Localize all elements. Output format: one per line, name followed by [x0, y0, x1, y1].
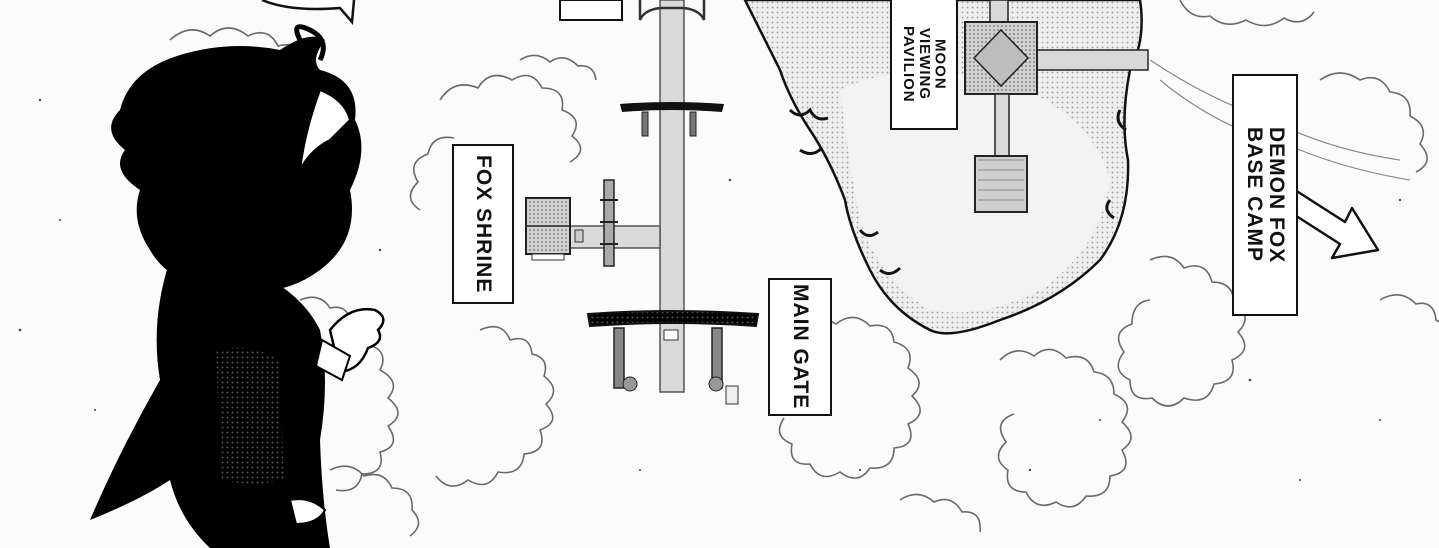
- moon-viewing-pavilion-label-text: MOON VIEWING PAVILION: [900, 25, 949, 103]
- path-top-box: [559, 0, 623, 21]
- fox-shrine-label: FOX SHRINE: [452, 144, 514, 304]
- fox-shrine-building: [525, 179, 618, 267]
- forest-center-bottom: [435, 325, 555, 487]
- main-gate-label-text: MAIN GATE: [789, 284, 813, 410]
- demon-fox-base-camp-label: DEMON FOX BASE CAMP: [1232, 74, 1298, 316]
- character-hair-highlight: [299, 88, 352, 171]
- pond-shore-rocks: [788, 107, 1127, 275]
- forest-right-lower: [1117, 255, 1246, 407]
- forest-bottom-strip: [329, 465, 981, 537]
- forest-gate-right: [778, 316, 921, 479]
- character-sleeve-cuff: [314, 338, 352, 382]
- chibi-character: [90, 24, 385, 548]
- main-gate-label: MAIN GATE: [768, 278, 832, 416]
- direction-arrow: [1288, 188, 1380, 260]
- moon-viewing-pavilion-label: MOON VIEWING PAVILION: [890, 0, 958, 130]
- forest-top-right: [1179, 0, 1315, 27]
- forest-outlines: [169, 0, 1439, 537]
- main-gate-structure: [586, 310, 760, 405]
- forest-far-right: [1319, 72, 1439, 323]
- top-torii: [638, 0, 706, 21]
- character-robe-pattern: [213, 345, 287, 486]
- upper-torii: [620, 102, 724, 137]
- shrine-path: [559, 0, 706, 393]
- forest-center-left: [409, 74, 582, 211]
- forest-center-upper: [519, 54, 597, 81]
- character-hair: [111, 36, 362, 293]
- forest-left-lower: [299, 296, 399, 492]
- character-foot: [288, 498, 327, 526]
- moon-pavilion: [964, 0, 1149, 213]
- path-main: [659, 0, 685, 393]
- demon-fox-base-camp-label-text: DEMON FOX BASE CAMP: [1243, 126, 1289, 264]
- speech-bubble-edge: [261, 0, 356, 26]
- fox-shrine-label-text: FOX SHRINE: [472, 154, 496, 294]
- character-ahoge: [294, 24, 326, 62]
- forest-right-middle: [997, 348, 1132, 508]
